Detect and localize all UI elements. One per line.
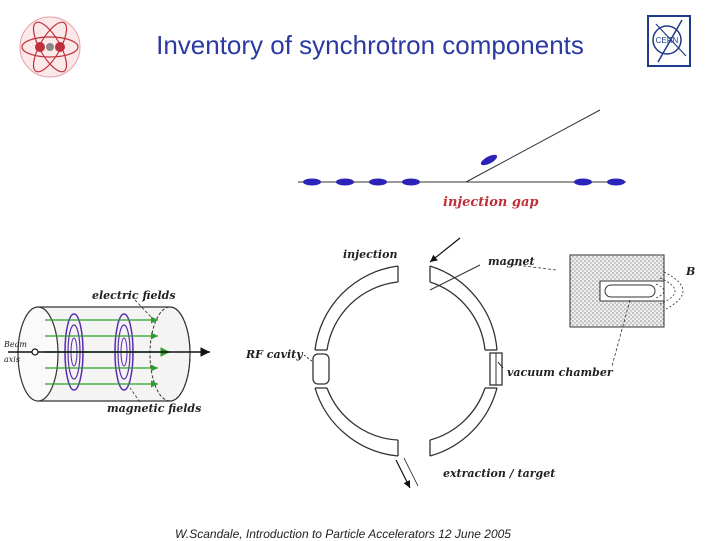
- extraction-label: extraction / target: [443, 467, 555, 480]
- extraction-arrow: [395, 459, 411, 489]
- beam-bunch: [574, 178, 592, 186]
- rf-cavity: [312, 353, 330, 385]
- beam-pipe: [604, 284, 656, 298]
- beam-bunch: [607, 178, 625, 186]
- cern-logo: CERN: [647, 15, 691, 67]
- magnet-pointer-line: [429, 264, 481, 291]
- magnetic-fields-label: magnetic fields: [107, 402, 201, 415]
- slide-title: Inventory of synchrotron components: [156, 30, 584, 60]
- vacuum-chamber-element: [489, 352, 503, 386]
- magnet-cross-section: B: [499, 254, 695, 367]
- beam-bunch: [369, 178, 387, 186]
- injection-gap-label: injection gap: [443, 195, 538, 210]
- injection-label: injection: [343, 248, 397, 261]
- beam-axis-label-1: Beam: [3, 340, 27, 349]
- injection-arrow: [429, 237, 461, 263]
- b-field-label: B: [685, 265, 695, 278]
- electric-fields-label: electric fields: [92, 289, 176, 302]
- injected-bunch: [480, 154, 498, 166]
- vacuum-chamber-label: vacuum chamber: [507, 366, 614, 379]
- beam-axis-label-2: axis: [4, 355, 20, 364]
- beam-bunch: [303, 178, 321, 186]
- slide-footer: W.Scandale, Introduction to Particle Acc…: [175, 527, 511, 541]
- synchrotron-ring: [314, 265, 498, 457]
- beam-bunch: [336, 178, 354, 186]
- rf-cavity-cylinder: Beam axis electric fields magnetic field…: [3, 289, 210, 415]
- rf-cavity-label: RF cavity: [245, 348, 304, 361]
- lhc-logo: [19, 16, 81, 78]
- cern-logo-text: CERN: [656, 36, 679, 45]
- injection-gap-figure: injection gap: [298, 109, 626, 210]
- beam-bunch: [402, 178, 420, 186]
- magnet-label: magnet: [488, 255, 535, 268]
